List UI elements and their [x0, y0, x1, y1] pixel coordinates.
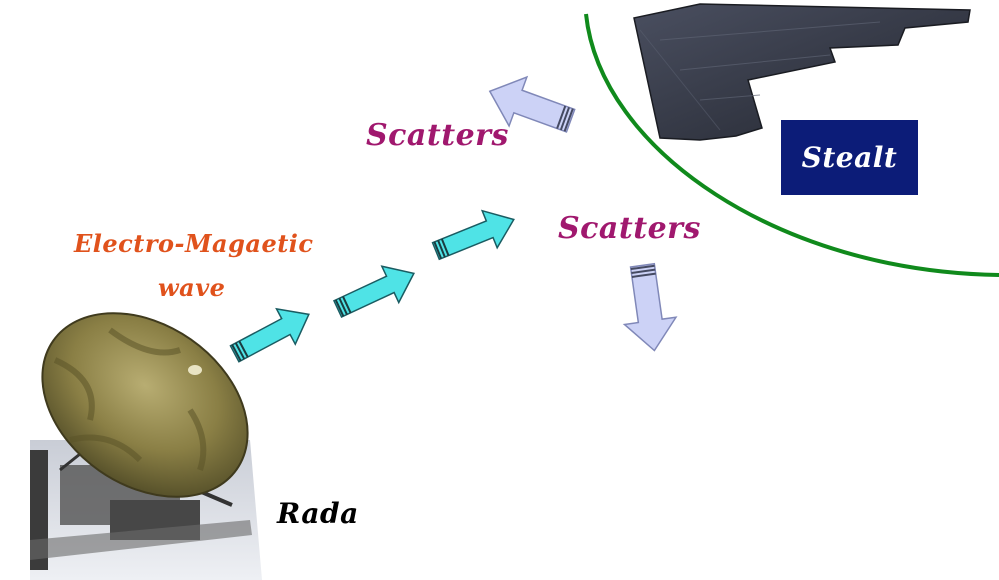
scatter-label-right: Scatters: [558, 211, 701, 246]
em-wave-label-line1: Electro-Magaetic: [74, 229, 314, 258]
scatter-arrow-down: [622, 262, 678, 352]
radar-label: Rada: [277, 497, 359, 530]
stealth-label-text: Stealt: [801, 141, 898, 174]
incident-arrow-1: [229, 307, 310, 363]
scatter-label-top: Scatters: [366, 118, 509, 153]
radar-dish-icon: [30, 312, 262, 580]
stealth-bomber-icon: [633, 3, 971, 141]
scatter-arrow-up: [488, 75, 576, 133]
stealth-label: Stealt: [781, 120, 918, 195]
incident-arrow-2: [332, 265, 415, 319]
stealth-label-box: [781, 120, 918, 195]
em-wave-label-line2: wave: [158, 273, 226, 302]
wavefront-arc: [584, 13, 999, 277]
incident-arrow-3: [431, 209, 515, 261]
